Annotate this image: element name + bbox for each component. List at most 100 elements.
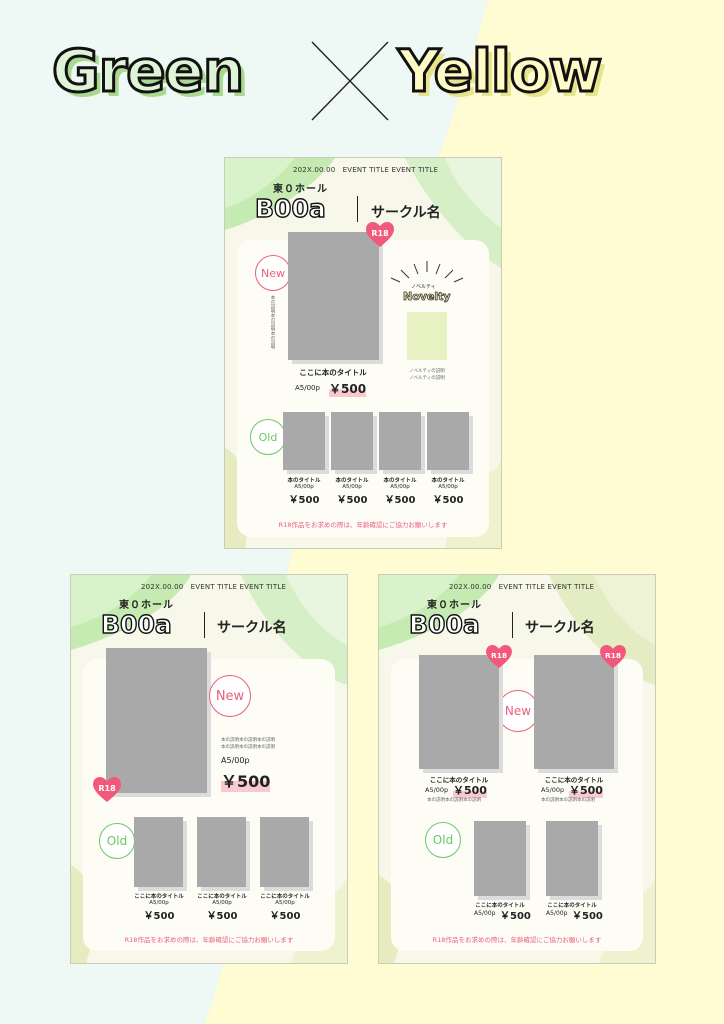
r18-notice: R18作品をお求めの際は、年齢確認にご協力お願いします xyxy=(432,936,602,944)
novelty-desc-2: ノベルティの説明 xyxy=(409,376,445,381)
book-cover-1 xyxy=(419,655,499,769)
title-green: Green xyxy=(50,37,245,105)
event-info: 202X.00.00 EVENT TITLE EVENT TITLE xyxy=(141,583,287,591)
old-book-spec-4: A5/00p xyxy=(438,484,458,490)
new-badge: New xyxy=(497,690,539,732)
old-book-price-2: ￥500 xyxy=(336,495,368,506)
book-description-1: 本の説明本の説明本の説明 xyxy=(221,738,275,743)
event-info: 202X.00.00 EVENT TITLE EVENT TITLE xyxy=(449,583,595,591)
old-book-title-2: ここに本のタイトル xyxy=(547,903,597,909)
book-price-1: ￥500 xyxy=(453,782,487,798)
old-badge: Old xyxy=(425,822,461,858)
old-book-spec-1: A5/00p xyxy=(149,900,169,906)
old-book-spec-1: A5/00p xyxy=(474,910,496,917)
old-book-title-1: ここに本のタイトル xyxy=(475,903,525,909)
book-description-1: 本の説明本の説明本の説明 xyxy=(427,798,481,803)
circle-name: サークル名 xyxy=(217,620,287,636)
svg-text:R18: R18 xyxy=(98,784,116,793)
old-book-price-2: ￥500 xyxy=(206,911,238,922)
svg-text:R18: R18 xyxy=(371,229,389,238)
old-book-title-3: 本のタイトル xyxy=(383,478,417,484)
hall-name: 東０ホール xyxy=(273,184,328,195)
circle-name: サークル名 xyxy=(525,620,595,636)
card-decoration xyxy=(379,575,655,963)
old-book-spec-2: A5/00p xyxy=(212,900,232,906)
old-book-cover-1 xyxy=(283,412,325,470)
old-book-spec-1: A5/00p xyxy=(294,484,314,490)
r18-heart-icon: R18 xyxy=(366,222,394,247)
circle-name: サークル名 xyxy=(371,205,441,221)
old-book-price-3: ￥500 xyxy=(269,911,301,922)
old-book-title-2: 本のタイトル xyxy=(335,478,369,484)
title-yellow: Yellow xyxy=(396,37,603,105)
space-number: B00a xyxy=(408,610,480,639)
old-badge: Old xyxy=(99,823,135,859)
book-spec: A5/00p xyxy=(295,384,320,392)
r18-heart-icon: R18 xyxy=(486,645,512,669)
new-badge: New xyxy=(255,255,291,291)
old-book-cover-3 xyxy=(379,412,421,470)
divider xyxy=(204,612,205,638)
old-book-cover-3 xyxy=(260,817,309,887)
space-number: B00a xyxy=(254,194,326,223)
new-badge-label: New xyxy=(215,688,245,704)
space-number: B00a xyxy=(100,610,172,639)
novelty-label-en: Novelty xyxy=(403,290,451,304)
old-book-title-1: 本のタイトル xyxy=(287,478,321,484)
divider xyxy=(512,612,513,638)
r18-notice: R18作品をお求めの際は、年齢確認にご協力お願いします xyxy=(278,521,448,529)
old-book-cover-2 xyxy=(331,412,373,470)
book-title-2: ここに本のタイトル xyxy=(544,776,604,784)
book-cover-2 xyxy=(534,655,614,769)
flyer-card-left: 202X.00.00 EVENT TITLE EVENT TITLE 東０ホール… xyxy=(70,574,348,964)
svg-text:R18: R18 xyxy=(605,651,621,660)
old-book-spec-3: A5/00p xyxy=(275,900,295,906)
old-book-price-4: ￥500 xyxy=(432,495,464,506)
old-book-price-1: ￥500 xyxy=(500,911,531,922)
book-price-2: ￥500 xyxy=(569,782,603,798)
old-book-cover-2 xyxy=(197,817,246,887)
divider xyxy=(357,196,358,222)
old-book-title-3: ここに本のタイトル xyxy=(260,894,310,900)
old-book-cover-4 xyxy=(427,412,469,470)
old-book-price-2: ￥500 xyxy=(572,911,603,922)
book-description-2: 本の説明本の説明本の説明 xyxy=(221,745,275,750)
r18-notice: R18作品をお求めの際は、年齢確認にご協力お願いします xyxy=(124,936,294,944)
novelty-label-ja: ノベルティ xyxy=(411,284,436,290)
old-book-price-1: ￥500 xyxy=(143,911,175,922)
novelty-desc-1: ノベルティの説明 xyxy=(409,369,445,374)
old-book-cover-2 xyxy=(546,821,598,896)
sparkle-lines-icon xyxy=(390,261,464,283)
new-badge-label: New xyxy=(504,704,532,718)
book-spec: A5/00p xyxy=(221,756,250,765)
old-book-title-4: 本のタイトル xyxy=(431,478,465,484)
hall-name: 東０ホール xyxy=(427,600,482,611)
event-info: 202X.00.00 EVENT TITLE EVENT TITLE xyxy=(293,166,439,174)
flyer-card-top: 202X.00.00 EVENT TITLE EVENT TITLE 東０ホール… xyxy=(224,157,502,549)
old-book-title-2: ここに本のタイトル xyxy=(197,894,247,900)
book-spec-2: A5/00p xyxy=(541,786,565,794)
r18-heart-icon: R18 xyxy=(93,777,121,802)
hall-name: 東０ホール xyxy=(119,600,174,611)
book-price: ￥500 xyxy=(329,380,367,397)
book-description-2: 本の説明本の説明本の説明 xyxy=(541,798,595,803)
old-book-price-3: ￥500 xyxy=(384,495,416,506)
book-cover-main xyxy=(106,648,207,793)
novelty-image xyxy=(407,312,447,360)
old-book-spec-2: A5/00p xyxy=(342,484,362,490)
desc-text: 本の説明本の説明本の説明 xyxy=(270,295,275,349)
book-title-1: ここに本のタイトル xyxy=(429,776,489,784)
new-badge: New xyxy=(209,675,251,717)
old-book-cover-1 xyxy=(474,821,526,896)
old-book-spec-2: A5/00p xyxy=(546,910,568,917)
old-book-spec-3: A5/00p xyxy=(390,484,410,490)
cross-icon xyxy=(311,41,389,121)
new-badge-label: New xyxy=(261,266,285,280)
book-price: ￥500 xyxy=(221,768,271,792)
book-title: ここに本のタイトル xyxy=(299,368,367,377)
old-badge-label: Old xyxy=(106,834,128,848)
old-badge-label: Old xyxy=(258,430,278,444)
svg-text:R18: R18 xyxy=(491,651,507,660)
book-cover-main xyxy=(288,232,379,360)
old-badge: Old xyxy=(250,419,286,455)
